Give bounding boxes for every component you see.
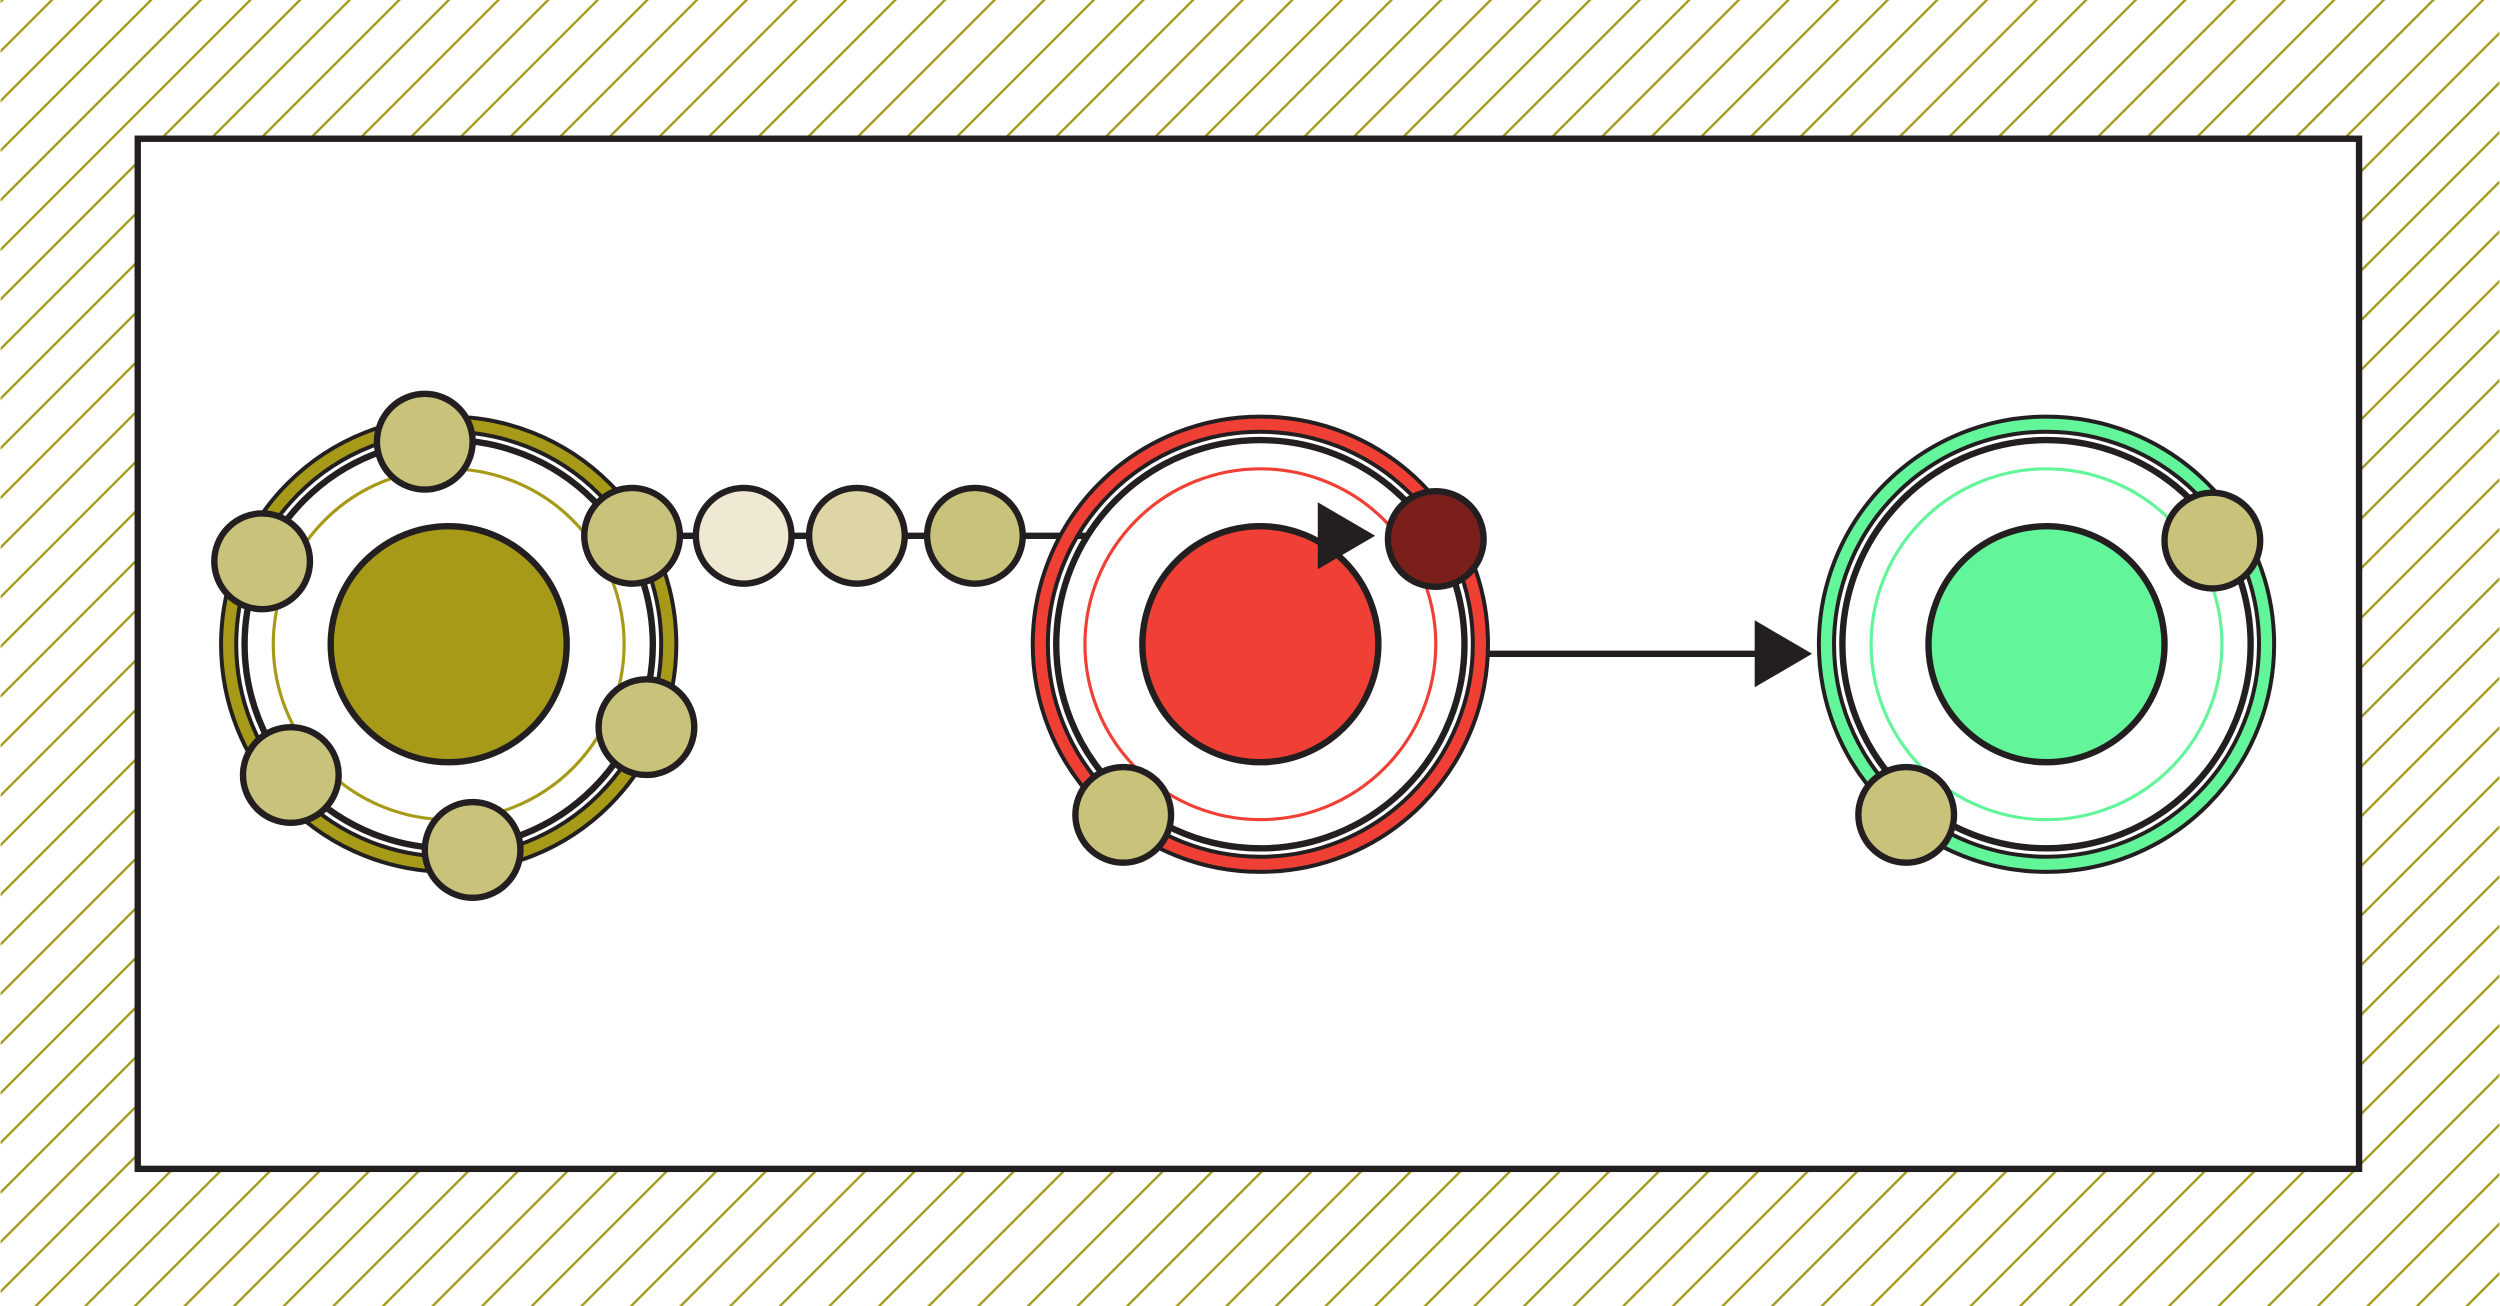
atom-1-electron	[421, 798, 524, 901]
atom-1-electron	[239, 723, 342, 827]
atom-3-shell-band	[1820, 418, 2273, 870]
reaction-arrow-head	[1754, 620, 1813, 688]
fading-electron-1	[692, 484, 795, 587]
departing-electron	[581, 484, 684, 587]
atom-1-electron	[211, 510, 314, 613]
electron-transfer-arrow-head-top	[1317, 502, 1376, 570]
atom-1-nucleus	[327, 523, 570, 766]
atom-2-inner-orbit	[1083, 467, 1438, 822]
captured-electron	[1384, 487, 1487, 591]
fading-electron-2	[805, 484, 908, 587]
atom-1-electron	[595, 676, 698, 779]
atom-2-shell-band	[1034, 418, 1487, 870]
atom-3-nucleus	[1925, 523, 2168, 766]
atom-3-electron	[1855, 763, 1958, 866]
atom-2-nucleus	[1139, 523, 1382, 766]
atom-1-electron	[373, 390, 476, 493]
atom-3-electron	[2161, 489, 2264, 592]
atom-3-inner-orbit	[1869, 467, 2224, 822]
atom-2-electron	[1072, 763, 1175, 866]
fading-electron-3	[923, 484, 1026, 587]
